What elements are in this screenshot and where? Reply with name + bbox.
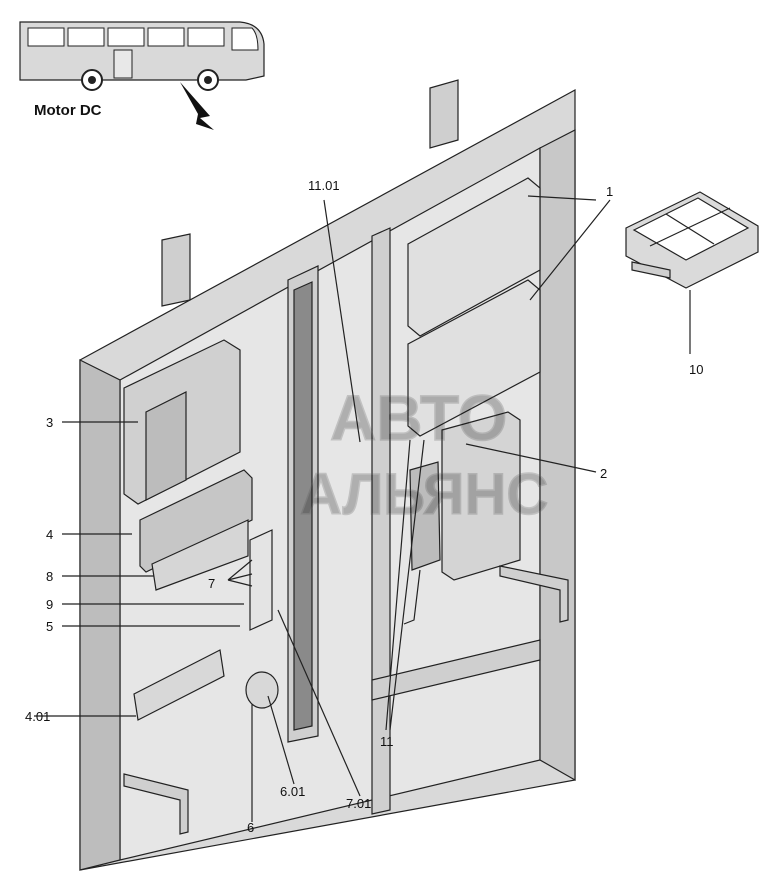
callout-6: 6: [247, 820, 254, 835]
relay-board-lower: [407, 279, 541, 437]
callout-7: 7: [208, 576, 215, 591]
sensor-6: [245, 671, 279, 709]
relay-stack: [249, 529, 273, 631]
watermark: АВТО АЛЬЯНС: [299, 381, 549, 528]
right-bracket: [499, 565, 569, 623]
callout-4-01: 4.01: [25, 709, 50, 724]
ecu-module: [123, 339, 241, 505]
heat-sink: [139, 469, 253, 573]
callout-7-01: 7.01: [346, 796, 371, 811]
watermark-line1: АВТО: [330, 382, 507, 454]
bracket-4-01: [133, 649, 225, 721]
module-10: [625, 191, 759, 289]
callout-2: 2: [600, 466, 607, 481]
callout-1: 1: [606, 184, 613, 199]
control-unit: [403, 411, 521, 625]
leader-lines: [34, 195, 691, 822]
pointer-arrow-icon: [180, 82, 214, 130]
relay-board-upper: [407, 177, 541, 337]
component-8: [151, 519, 249, 591]
callout-3: 3: [46, 415, 53, 430]
callout-11: 11: [380, 734, 394, 749]
diagram-title: Motor DC: [34, 102, 102, 119]
callout-9: 9: [46, 597, 53, 612]
callout-6-01: 6.01: [280, 784, 305, 799]
callout-8: 8: [46, 569, 53, 584]
callout-4: 4: [46, 527, 53, 542]
callout-10: 10: [689, 362, 703, 377]
watermark-line2: АЛЬЯНС: [300, 462, 548, 527]
callout-11-01: 11.01: [308, 178, 340, 193]
callout-5: 5: [46, 619, 53, 634]
cable-duct: [287, 265, 319, 743]
bottom-bracket: [123, 773, 189, 835]
bus-illustration: [19, 21, 265, 130]
